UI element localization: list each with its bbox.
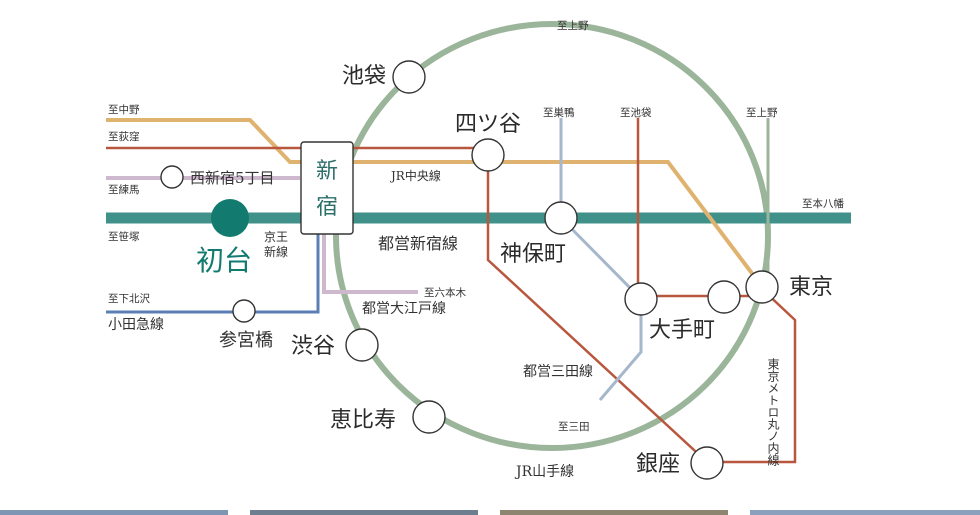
direction-ueno-right: 至上野	[746, 107, 778, 119]
station-sangubashi-label: 参宮橋	[219, 330, 273, 351]
station-sangubashi-circle[interactable]	[232, 299, 256, 323]
photo-strip-2	[250, 510, 478, 515]
station-ebisu-circle[interactable]	[412, 400, 446, 434]
direction-roppongi: 至六本木	[424, 286, 466, 299]
direction-mita: 至三田	[558, 421, 590, 433]
line-label-shinjuku: 都営新宿線	[378, 234, 458, 253]
station-yotsuya-circle[interactable]	[471, 138, 505, 172]
station-otemachi-label: 大手町	[649, 318, 715, 343]
line-label-oedo: 都営大江戸線	[362, 301, 446, 317]
station-shinjuku-box[interactable]	[300, 141, 354, 235]
station-nishishinjuku-label: 西新宿5丁目	[190, 169, 275, 187]
direction-ikebukuro: 至池袋	[620, 106, 652, 119]
station-ikebukuro-label: 池袋	[342, 64, 386, 89]
line-label-keio-2: 新線	[264, 244, 288, 259]
station-ebisu-label: 恵比寿	[330, 408, 396, 433]
station-otemachi-circle[interactable]	[624, 282, 658, 316]
line-label-yamanote: JR山手線	[514, 464, 574, 480]
station-ikebukuro-circle[interactable]	[392, 60, 426, 94]
photo-strip-4	[750, 510, 980, 515]
photo-strip-1	[0, 510, 228, 515]
chuo-line	[106, 118, 762, 286]
station-jimbocho-label: 神保町	[500, 242, 566, 267]
station-nishishinjuku-circle[interactable]	[160, 165, 184, 189]
station-otemachi-east-circle[interactable]	[707, 280, 741, 314]
photo-strip-3	[500, 510, 728, 515]
line-label-keio-1: 京王	[264, 230, 288, 244]
direction-motoyawata: 至本八幡	[802, 197, 844, 210]
station-yotsuya-label: 四ツ谷	[455, 112, 521, 137]
direction-nerima: 至練馬	[108, 183, 140, 196]
direction-sugamo: 至巣鴨	[543, 106, 575, 119]
station-tokyo-label: 東京	[789, 275, 833, 300]
station-ginza-circle[interactable]	[690, 446, 724, 480]
station-hatsudai-circle[interactable]	[211, 199, 249, 237]
station-shinjuku-label-2: 宿	[316, 195, 338, 220]
marunouchi-line-main	[486, 154, 797, 464]
line-label-odakyu: 小田急線	[108, 317, 164, 333]
direction-sasazuka: 至笹塚	[108, 230, 140, 243]
station-tokyo-circle[interactable]	[745, 270, 779, 304]
keio-new-line	[106, 234, 320, 314]
direction-nakano: 至中野	[108, 103, 140, 116]
station-ginza-label: 銀座	[636, 452, 680, 477]
station-jimbocho-circle[interactable]	[544, 201, 578, 235]
station-shibuya-circle[interactable]	[345, 328, 379, 362]
direction-shimokitazawa: 至下北沢	[108, 292, 150, 305]
line-label-mita: 都営三田線	[523, 364, 593, 380]
marunouchi-line-west	[106, 146, 489, 156]
direction-ueno-top: 至上野	[557, 20, 589, 32]
line-label-marunouchi: 東京メトロ丸ノ内線	[766, 358, 780, 466]
station-shinjuku-label-1: 新	[316, 159, 338, 184]
station-shibuya-label: 渋谷	[291, 334, 335, 359]
line-label-chuo: JR中央線	[389, 168, 441, 183]
oedo-line-south	[322, 234, 418, 294]
direction-ogikubo: 至荻窪	[108, 130, 140, 143]
station-hatsudai-label: 初台	[196, 244, 252, 277]
